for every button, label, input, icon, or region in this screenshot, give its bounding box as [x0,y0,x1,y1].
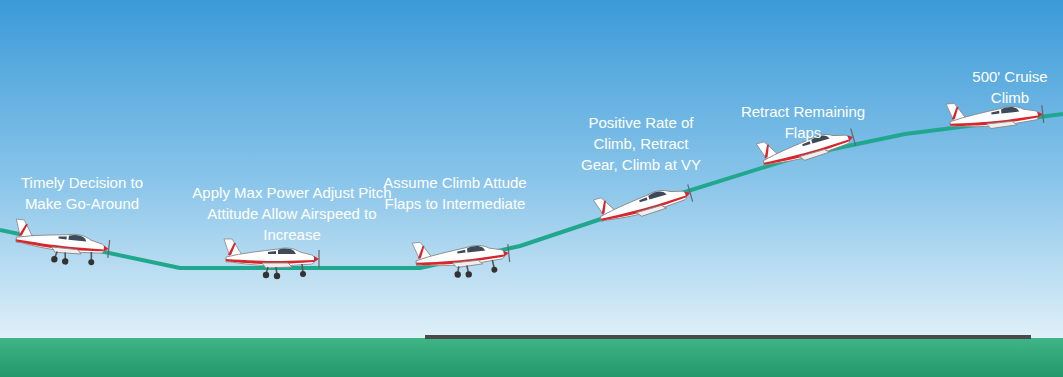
step-label: Positive Rate of Climb, Retract Gear, Cl… [577,112,705,175]
step-label: Apply Max Power Adjust Pitch Attitude Al… [192,182,392,245]
runway [425,335,1031,339]
step-label: Assume Climb Attude Flaps to Intermediat… [371,172,539,214]
step-label: Retract Remaining Flaps [732,101,874,143]
flight-path [0,114,1063,268]
step-label: Timely Decision to Make Go-Around [7,172,157,214]
step-label: 500' Cruise Climb [964,66,1056,108]
